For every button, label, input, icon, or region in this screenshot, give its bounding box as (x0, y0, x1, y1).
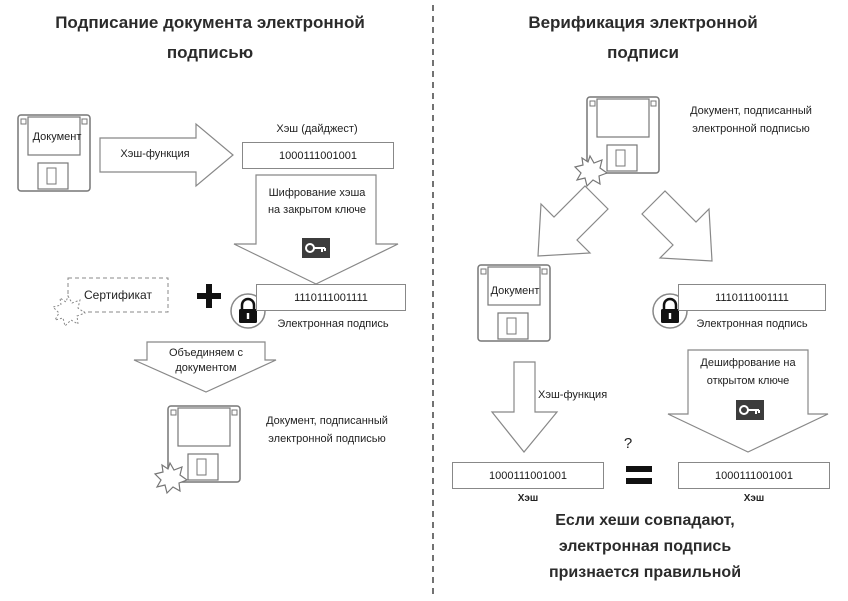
right-signature-label: Электронная подпись (696, 318, 808, 330)
down-left-arrow-icon (537, 185, 609, 257)
certificate-box (67, 277, 169, 313)
certificate-label: Сертификат (84, 288, 152, 302)
right-hash-left-label: Хэш (517, 493, 539, 504)
hash-title: Хэш (дайджест) (276, 123, 358, 135)
seal-star-icon (574, 155, 608, 187)
right-heading-line1: Верификация электронной (528, 13, 758, 32)
hash-value-box: 1000111001001 (242, 142, 394, 169)
plus-icon (197, 284, 221, 308)
right-hash-function-label: Хэш-функция (538, 389, 608, 401)
left-heading: Подписание документа электронной подпись… (0, 8, 420, 68)
floppy-disk-icon (17, 114, 91, 192)
right-signed-doc-label-line2: электронной подписью (692, 123, 810, 135)
signature-label: Электронная подпись (277, 318, 389, 330)
right-hash-right-label: Хэш (743, 493, 765, 504)
result-line3: признается правильной (548, 564, 742, 581)
signature-value: 1110111001111 (294, 291, 368, 304)
floppy-disk-icon (477, 264, 551, 342)
right-hash-left-box: 1000111001001 (452, 462, 604, 489)
right-signature-value: 1110111001111 (715, 291, 789, 304)
right-hash-right-value: 1000111001001 (715, 469, 793, 482)
result-line1: Если хеши совпадают, (555, 512, 735, 529)
signature-value-box: 1110111001111 (256, 284, 406, 311)
left-heading-line1: Подписание документа электронной (55, 13, 365, 32)
document-label: Документ (32, 131, 82, 143)
right-heading-line2: подписи (607, 43, 679, 62)
right-heading: Верификация электронной подписи (438, 8, 848, 68)
question-mark: ? (623, 435, 633, 452)
combine-label-line1: Объединяем с (168, 347, 244, 359)
seal-star-icon (154, 462, 188, 494)
decrypt-label-line2: открытом ключе (706, 375, 790, 387)
combine-arrow-icon (133, 341, 277, 393)
hash-function-arrow-icon (99, 122, 234, 188)
combine-label-line2: документом (175, 362, 237, 374)
down-right-arrow-icon (641, 190, 713, 262)
encrypt-label-line2: на закрытом ключе (267, 204, 367, 216)
right-signature-value-box: 1110111001111 (678, 284, 826, 311)
result-line2: электронная подпись (558, 538, 732, 555)
left-heading-line2: подписью (166, 43, 254, 62)
key-icon (735, 399, 765, 421)
signed-doc-label-line2: электронной подписью (268, 433, 386, 445)
equals-icon (626, 466, 652, 484)
hash-value: 1000111001001 (279, 149, 357, 162)
result-text: Если хеши совпадают, электронная подпись… (500, 508, 790, 586)
encrypt-label-line1: Шифрование хэша (268, 187, 366, 199)
hash-function-label: Хэш-функция (120, 148, 190, 160)
decrypt-label-line1: Дешифрование на (700, 357, 796, 369)
signed-doc-label-line1: Документ, подписанный (266, 415, 388, 427)
right-hash-right-box: 1000111001001 (678, 462, 830, 489)
right-signed-doc-label-line1: Документ, подписанный (690, 105, 812, 117)
right-document-label: Документ (490, 285, 540, 297)
encrypt-arrow-icon (233, 174, 399, 285)
key-icon (301, 237, 331, 259)
hash-function-down-arrow-icon (490, 361, 559, 453)
right-hash-left-value: 1000111001001 (489, 469, 567, 482)
